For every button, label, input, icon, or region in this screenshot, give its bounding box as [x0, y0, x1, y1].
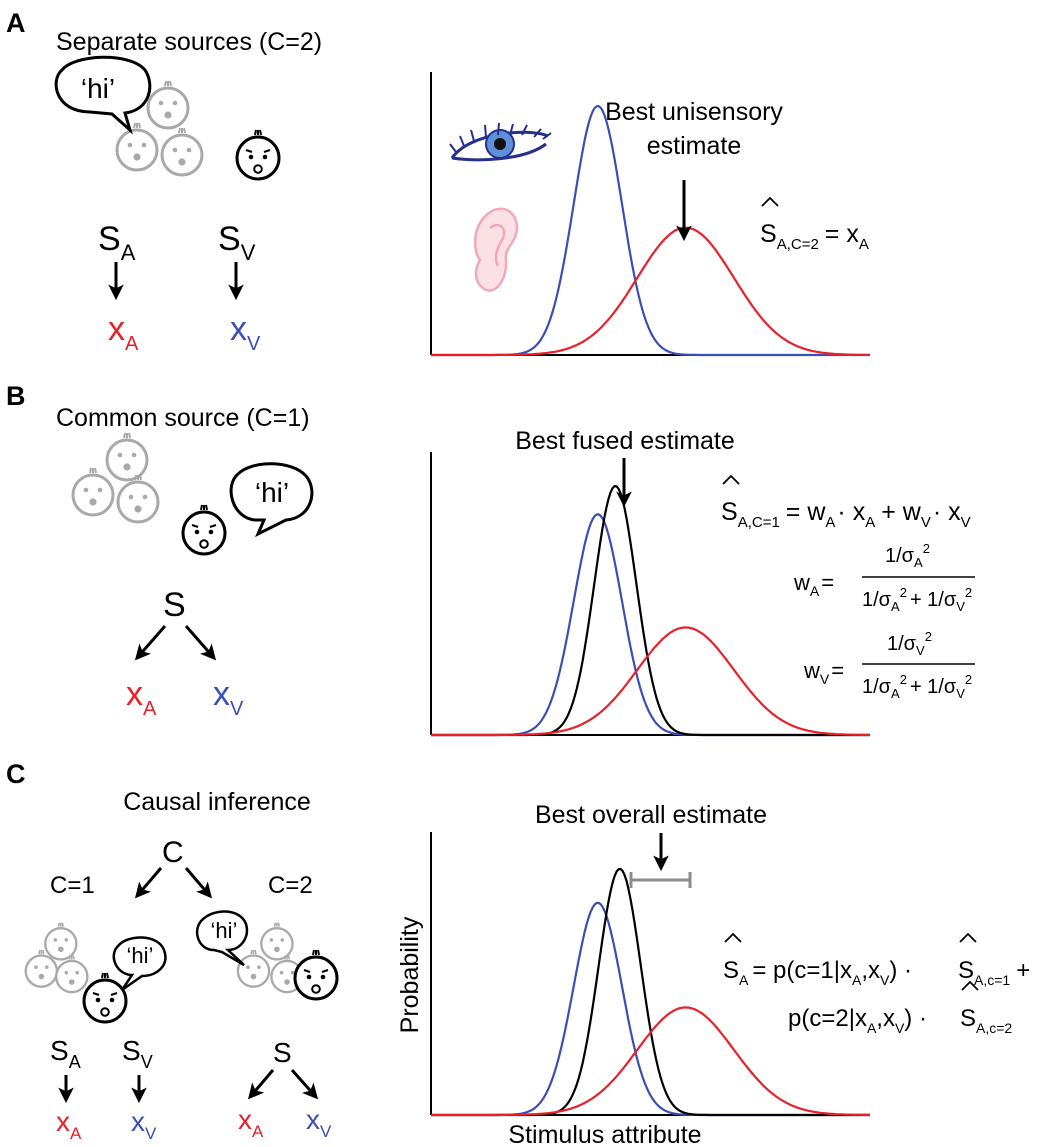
fused-curve [431, 867, 870, 1117]
svg-text:wA=: wA= [793, 570, 834, 599]
arrow-right-xa [247, 1069, 275, 1100]
right-speech-bubble: ‘hi’ [195, 910, 249, 967]
speech-text: ‘hi’ [127, 943, 154, 968]
branch-right: C=2 [268, 872, 313, 899]
left-obs-xa: xA [56, 1106, 82, 1143]
ear-icon [473, 207, 519, 292]
formula-a: SA,C=2= xA [760, 196, 869, 253]
black-face [235, 128, 281, 181]
auditory-curve [431, 1006, 870, 1117]
obs-xv: xV [213, 675, 244, 720]
panel-b: B Common source (C=1) ‘hi’ S xA xV Best … [6, 381, 975, 737]
svg-text:SA,c=1+: SA,c=1+ [958, 957, 1030, 988]
panel-letter: C [6, 759, 26, 789]
svg-text:1/σA2+ 1/σV2: 1/σA2+ 1/σV2 [862, 585, 972, 614]
plot-label: Best fused estimate [515, 427, 735, 455]
node-c: C [162, 836, 184, 869]
hat [961, 980, 979, 991]
svg-text:SA,c=2: SA,c=2 [960, 1005, 1012, 1036]
node-s: S [163, 586, 186, 624]
auditory-curve [431, 226, 870, 357]
arrow-s-xa [134, 625, 167, 661]
plot-label: Best unisensory [605, 98, 783, 126]
svg-text:SA,C=1= wA· xA+ wV· xV: SA,C=1= wA· xA+ wV· xV [721, 498, 971, 531]
grey-crowd [71, 431, 160, 524]
formula-weight-v: wV= 1/σV2 1/σA2+ 1/σV2 [803, 629, 975, 701]
right-node-s: S [273, 1037, 292, 1068]
speech-bubble: ‘hi’ [229, 462, 314, 538]
panel-letter: A [6, 8, 26, 38]
right-black-face [293, 948, 339, 1001]
panel-letter: B [6, 381, 26, 411]
right-obs-xa: xA [238, 1104, 264, 1141]
svg-text:SA= p(c=1|xA,xV) ·: SA= p(c=1|xA,xV) · [723, 957, 912, 988]
speech-text: ‘hi’ [81, 73, 115, 104]
formula-weight-a: wA= 1/σA2 1/σA2+ 1/σV2 [793, 541, 975, 614]
right-obs-xv: xV [306, 1104, 332, 1141]
plot-c: Best overall estimate Probability Stimul… [396, 801, 870, 1147]
black-face [181, 503, 227, 556]
arrow-c-left [134, 867, 163, 899]
auditory-curve [431, 626, 870, 737]
speech-bubble: ‘hi’ [54, 55, 152, 135]
obs-xa: xA [108, 310, 139, 355]
formula-text: SA,C=2= xA [760, 220, 869, 253]
estimate-range-bar [629, 872, 692, 888]
left-obs-xv: xV [131, 1106, 157, 1143]
plot-label: Best overall estimate [535, 801, 767, 829]
formula-b-main: SA,C=1= wA· xA+ wV· xV [721, 474, 971, 531]
branch-left: C=1 [50, 872, 95, 899]
left-node-sa: SA [50, 1035, 81, 1072]
plot-label-line2: estimate [647, 132, 741, 160]
left-node-sv: SV [122, 1035, 153, 1072]
eye-icon [449, 122, 552, 162]
arrow-s-xv [184, 625, 217, 661]
plot-a: Best unisensory estimate SA,C=2= xA [430, 72, 870, 357]
panel-a: A Separate sources (C=2) ‘hi’ SA SV xA x… [6, 8, 870, 357]
left-black-face [82, 971, 128, 1024]
visual-curve [431, 513, 870, 737]
panel-c: C Causal inference C C=1 C=2 ‘hi’ ‘hi’ [6, 759, 1030, 1147]
plot-b: Best fused estimate [430, 427, 870, 737]
x-axis-label: Stimulus attribute [508, 1121, 701, 1147]
left-grey-crowd [24, 921, 89, 994]
speech-text: ‘hi’ [255, 477, 289, 508]
obs-xv: xV [230, 310, 261, 355]
arrow-right-xv [290, 1069, 319, 1100]
hat [722, 474, 740, 485]
panel-title: Separate sources (C=2) [56, 28, 322, 56]
formula-c: SA= p(c=1|xA,xV) · SA,c=1+ p(c=2|xA,xV) … [723, 932, 1030, 1036]
hat [959, 932, 977, 943]
panel-title: Causal inference [123, 788, 311, 816]
svg-text:1/σV2: 1/σV2 [887, 629, 932, 658]
svg-text:1/σA2: 1/σA2 [885, 541, 930, 570]
svg-text:wV=: wV= [803, 658, 844, 687]
panel-title: Common source (C=1) [56, 404, 310, 432]
obs-xa: xA [126, 675, 157, 720]
left-speech-bubble: ‘hi’ [112, 936, 167, 992]
hat [724, 932, 742, 943]
y-axis-label: Probability [396, 916, 424, 1033]
node-sv: SV [218, 220, 256, 265]
node-sa: SA [98, 220, 136, 265]
svg-text:1/σA2+ 1/σV2: 1/σA2+ 1/σV2 [862, 672, 972, 701]
hat [761, 196, 779, 207]
speech-text: ‘hi’ [211, 918, 238, 943]
svg-text:p(c=2|xA,xV) ·: p(c=2|xA,xV) · [788, 1005, 927, 1036]
arrow-c-right [184, 867, 213, 899]
